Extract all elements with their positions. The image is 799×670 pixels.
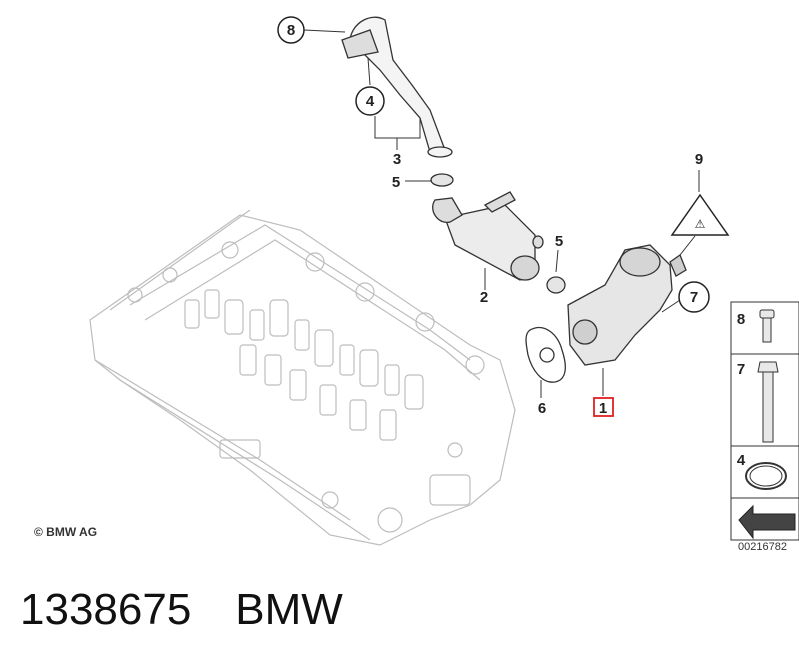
svg-text:4: 4 bbox=[737, 452, 746, 469]
egr-cooler-drawing bbox=[432, 191, 566, 294]
callout-9: 9 bbox=[695, 151, 703, 168]
cylinder-head-drawing bbox=[89, 209, 516, 546]
callout-5-upper: 5 bbox=[392, 174, 400, 191]
svg-text:7: 7 bbox=[690, 289, 698, 306]
svg-text:7: 7 bbox=[737, 361, 745, 378]
svg-text:4: 4 bbox=[366, 93, 375, 110]
callout-6: 6 bbox=[538, 400, 546, 417]
arrow-icon bbox=[738, 504, 796, 540]
parts-legend: 8 7 4 bbox=[730, 301, 799, 541]
diagram-id: 00216782 bbox=[738, 541, 787, 553]
leader-lines bbox=[303, 29, 700, 398]
copyright-text: © BMW AG bbox=[34, 525, 98, 539]
callout-4: 4 bbox=[355, 86, 385, 116]
callout-8: 8 bbox=[277, 16, 305, 44]
callout-5-lower: 5 bbox=[555, 233, 563, 250]
bolt-small-icon bbox=[759, 309, 775, 343]
svg-text:⚠: ⚠ bbox=[695, 217, 706, 231]
callout-7: 7 bbox=[678, 281, 710, 313]
warning-label-icon: ⚠ bbox=[670, 193, 730, 236]
brand-name: BMW bbox=[235, 585, 343, 634]
egr-valve-drawing bbox=[567, 244, 687, 366]
footer: 1338675 BMW bbox=[20, 585, 343, 635]
svg-text:1: 1 bbox=[599, 400, 607, 417]
callout-2: 2 bbox=[480, 289, 488, 306]
svg-text:8: 8 bbox=[737, 311, 745, 328]
parts-diagram: ⚠ 8 4 3 5 2 5 6 1 7 9 bbox=[89, 16, 799, 546]
bolt-long-icon bbox=[757, 361, 779, 443]
o-ring-icon bbox=[745, 462, 787, 490]
part-number: 1338675 bbox=[20, 585, 192, 634]
callout-3: 3 bbox=[393, 151, 401, 168]
gasket-drawing bbox=[525, 326, 566, 383]
svg-text:8: 8 bbox=[287, 22, 295, 39]
egr-pipe-drawing bbox=[341, 16, 454, 187]
callout-1-highlight: 1 bbox=[593, 397, 614, 417]
